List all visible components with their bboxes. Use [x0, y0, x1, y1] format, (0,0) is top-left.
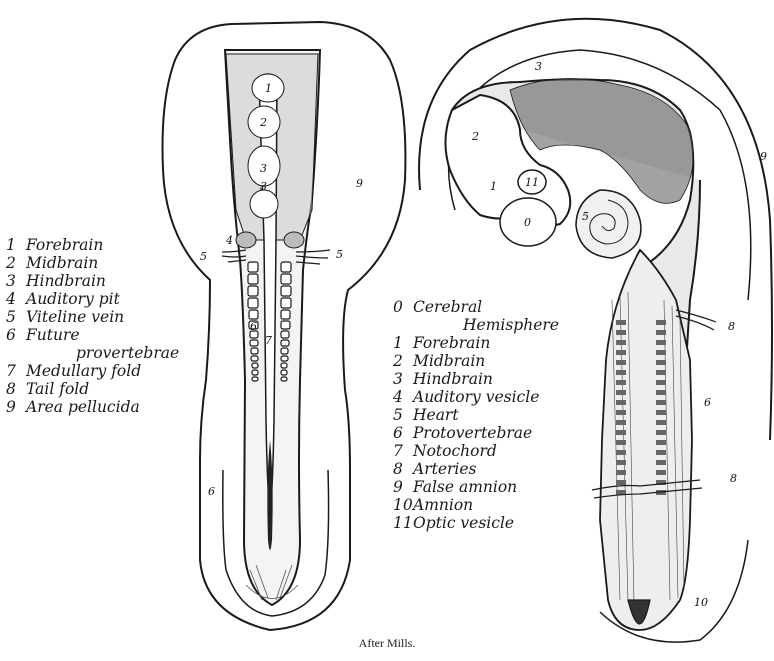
left-vesicle-3b [250, 190, 278, 218]
right-label-5: 5 [582, 210, 589, 223]
legend-right-row: Hemisphere [393, 316, 559, 334]
left-label-6b: 6 [208, 485, 215, 498]
right-label-0: 0 [524, 216, 531, 229]
right-label-1: 1 [490, 180, 497, 193]
right-body [600, 250, 692, 630]
left-label-2: 2 [259, 116, 267, 129]
left-auditory-pit-right [284, 232, 304, 248]
left-embryo-drawing [163, 22, 406, 630]
right-label-3: 3 [535, 60, 542, 73]
right-label-10: 10 [694, 596, 708, 609]
left-label-5a: 5 [200, 250, 207, 263]
legend-left-row: provertebrae [6, 344, 179, 362]
left-label-6a: 6 [250, 320, 257, 333]
right-label-8a: 8 [728, 320, 735, 333]
left-label-4: 4 [225, 234, 233, 247]
figure-caption: After Mills. [0, 636, 774, 651]
right-label-6: 6 [704, 396, 711, 409]
left-label-1: 1 [265, 82, 272, 95]
right-label-9: 9 [760, 150, 767, 163]
left-label-7: 7 [265, 334, 272, 347]
right-label-2: 2 [471, 130, 479, 143]
left-label-9: 9 [356, 177, 363, 190]
left-auditory-pit-left [236, 232, 256, 248]
right-label-11: 11 [525, 176, 539, 189]
right-label-8b: 8 [730, 472, 737, 485]
left-label-5b: 5 [336, 248, 343, 261]
left-label-3a: 3 [260, 162, 267, 175]
left-label-3b: 3 [260, 180, 267, 193]
left-viteline-vein-right [296, 250, 330, 264]
